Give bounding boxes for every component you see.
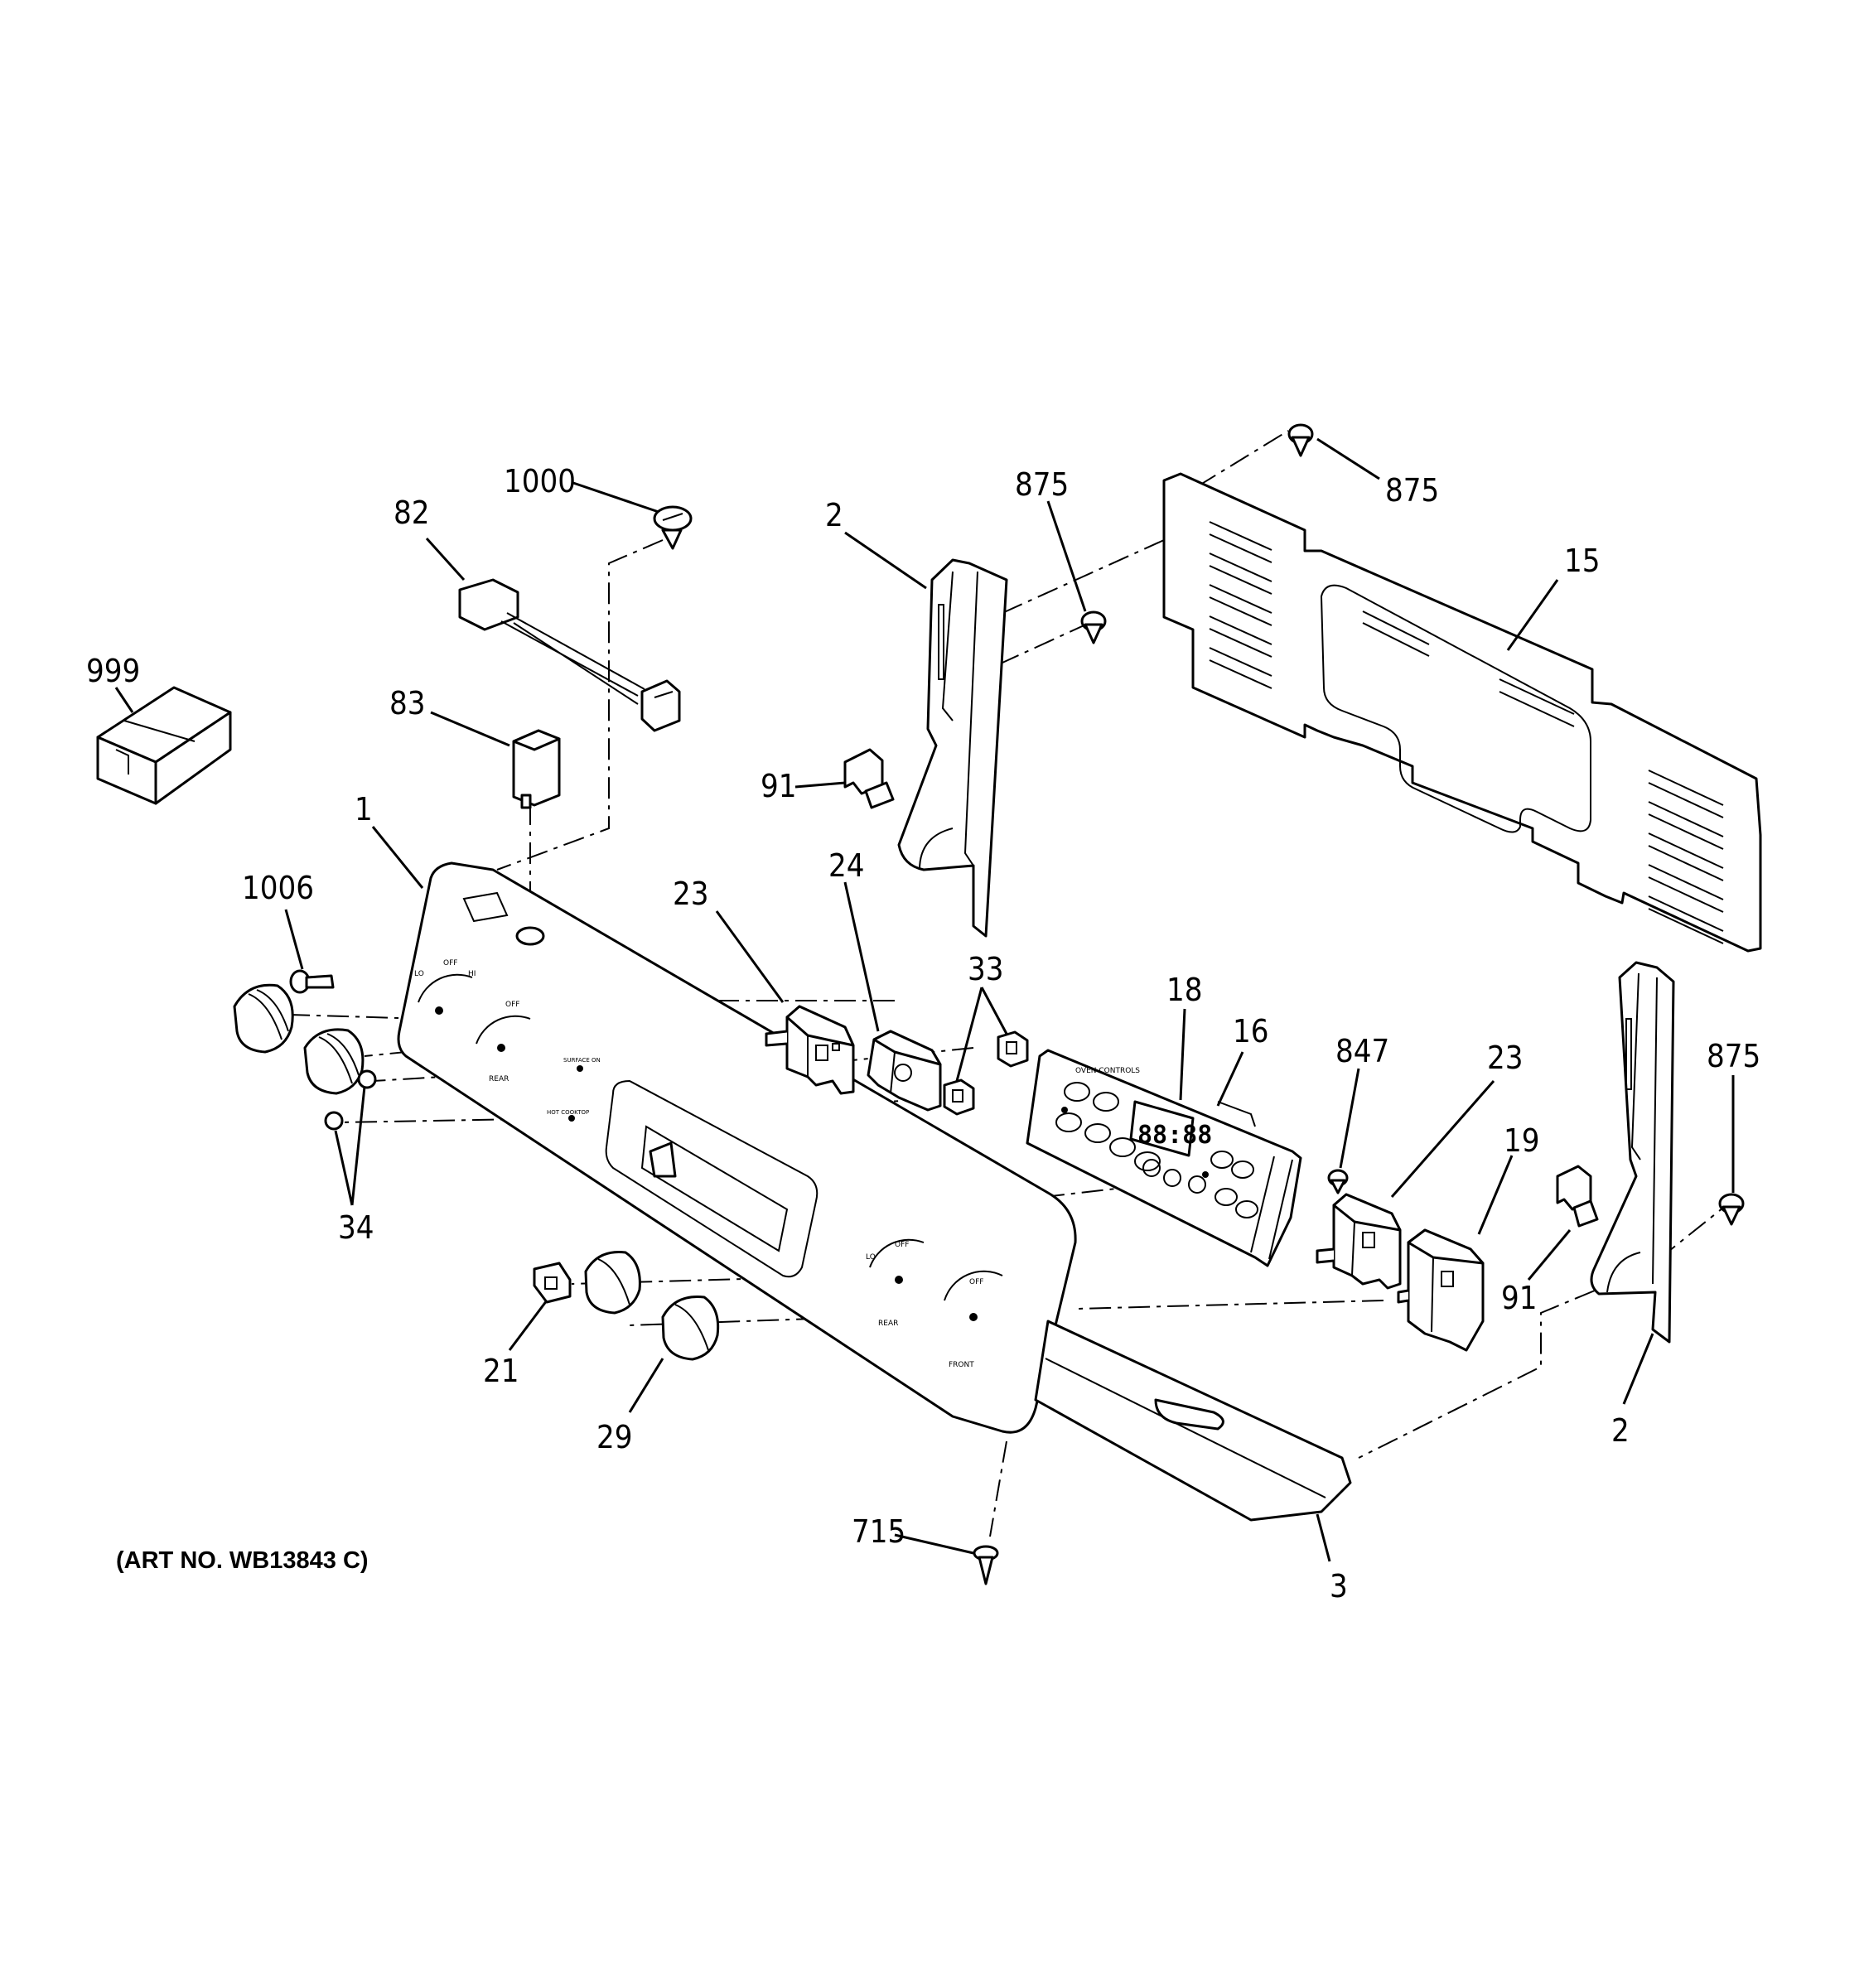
mark-hi-1: HI bbox=[468, 970, 476, 978]
callout-1000: 1000 bbox=[504, 463, 576, 499]
callout-33: 33 bbox=[968, 951, 1004, 987]
mark-off-1: OFF bbox=[443, 959, 457, 967]
part-15-rear-shield bbox=[1162, 472, 1762, 953]
mark-lo-3: LO bbox=[866, 1253, 876, 1262]
callout-1: 1 bbox=[355, 791, 373, 828]
part-3-trim bbox=[1034, 1320, 1352, 1522]
part-24-switch bbox=[867, 1030, 942, 1112]
callout-16: 16 bbox=[1233, 1013, 1269, 1049]
part-19-switch bbox=[1397, 1228, 1485, 1352]
part-knob-4 bbox=[661, 1296, 720, 1361]
callout-15: 15 bbox=[1564, 543, 1601, 579]
mark-lo-1: LO bbox=[414, 970, 424, 978]
callout-91-right: 91 bbox=[1501, 1280, 1538, 1316]
part-875-screw-right bbox=[1718, 1193, 1745, 1226]
callout-875-b: 875 bbox=[1385, 472, 1439, 509]
mark-off-3: OFF bbox=[895, 1241, 909, 1249]
part-21-switch bbox=[533, 1262, 572, 1304]
mark-off-2: OFF bbox=[505, 1001, 519, 1009]
callout-875-c: 875 bbox=[1707, 1038, 1760, 1074]
mark-hot-cooktop: HOT COOKTOP bbox=[547, 1109, 589, 1116]
shield-louvers bbox=[1209, 521, 1724, 944]
part-34-lamps bbox=[324, 1069, 377, 1131]
callout-82: 82 bbox=[394, 495, 430, 531]
callout-29: 29 bbox=[596, 1419, 633, 1455]
callout-847: 847 bbox=[1335, 1033, 1389, 1069]
callout-3: 3 bbox=[1330, 1568, 1348, 1604]
part-715-screw bbox=[973, 1545, 999, 1585]
callout-83: 83 bbox=[389, 685, 426, 721]
mark-off-4: OFF bbox=[969, 1278, 983, 1286]
part-knob-2 bbox=[303, 1028, 365, 1095]
callout-1006: 1006 bbox=[242, 870, 314, 906]
part-91-right-clip bbox=[1556, 1165, 1599, 1228]
part-875-screw-top bbox=[1287, 423, 1314, 457]
callout-24: 24 bbox=[828, 847, 865, 884]
part-23-left-switch bbox=[765, 1005, 855, 1095]
mark-oven-controls: OVEN CONTROLS bbox=[1075, 1067, 1140, 1075]
callout-2-right: 2 bbox=[1611, 1412, 1630, 1449]
mark-surface-on: SURFACE ON bbox=[563, 1057, 601, 1064]
callout-34: 34 bbox=[338, 1209, 374, 1246]
callout-18: 18 bbox=[1166, 972, 1203, 1008]
callout-23-left: 23 bbox=[673, 876, 709, 912]
part-875-screw-mid bbox=[1080, 610, 1107, 644]
mark-rear-1: REAR bbox=[489, 1075, 509, 1083]
part-2-right-bracket bbox=[1590, 961, 1675, 1344]
part-91-left-clip bbox=[843, 748, 895, 809]
callout-715: 715 bbox=[852, 1513, 905, 1550]
callout-999: 999 bbox=[86, 653, 140, 689]
part-knob-1 bbox=[233, 983, 294, 1054]
callout-21: 21 bbox=[483, 1353, 519, 1389]
art-number: (ART NO. WB13843 C) bbox=[116, 1547, 369, 1574]
callout-2-left: 2 bbox=[825, 497, 843, 533]
knobs bbox=[233, 969, 720, 1361]
part-1006-screw bbox=[289, 969, 335, 994]
callout-875-a: 875 bbox=[1015, 466, 1069, 503]
part-875-screws bbox=[1080, 423, 1745, 1226]
part-16-control-board: OVEN CONTROLS 88:88 bbox=[1026, 1049, 1302, 1267]
callout-labels: 999 82 1000 83 1 1006 34 21 29 715 3 2 9… bbox=[86, 463, 1760, 1604]
part-847-screw bbox=[1327, 1169, 1349, 1194]
part-1000-screw bbox=[653, 505, 693, 550]
part-1-control-panel: OFF LO HI OFF REAR SURFACE ON HOT COOKTO… bbox=[397, 861, 1077, 1434]
callout-23-right: 23 bbox=[1487, 1040, 1524, 1076]
display-digits: 88:88 bbox=[1137, 1121, 1212, 1150]
part-83-switch bbox=[512, 729, 561, 809]
part-knob-3 bbox=[584, 1250, 641, 1315]
part-82-wire-harness bbox=[458, 578, 681, 732]
callout-19: 19 bbox=[1504, 1122, 1540, 1159]
part-2-left-bracket bbox=[897, 558, 1008, 938]
part-23-right-switch bbox=[1316, 1193, 1402, 1290]
part-33-lamps bbox=[943, 1030, 1029, 1116]
mark-rear-2: REAR bbox=[878, 1320, 898, 1328]
leader-lines bbox=[114, 437, 1735, 1562]
callout-91-left: 91 bbox=[761, 768, 797, 804]
mark-front: FRONT bbox=[949, 1361, 974, 1369]
part-999-box bbox=[96, 686, 232, 805]
